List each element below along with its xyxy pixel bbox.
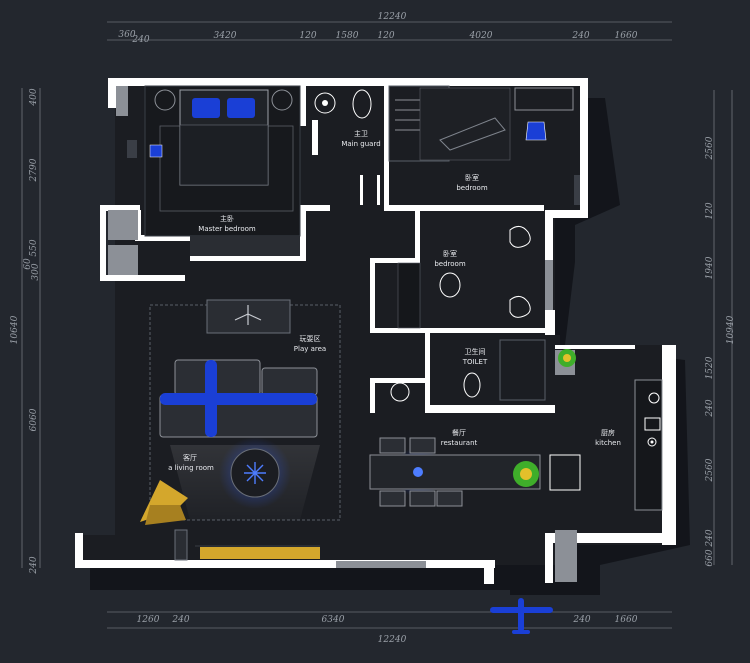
dim-left-2: 550 — [29, 239, 39, 256]
kitchen-label-en: kitchen — [595, 439, 621, 447]
bedroom-1-furniture — [388, 85, 580, 205]
dim-top-6: 4020 — [469, 31, 493, 41]
kitchen-label-cn: 厨房 — [601, 428, 615, 437]
dim-top-0: 360 — [118, 30, 135, 40]
main-guard-label-cn: 主卫 — [354, 129, 368, 138]
restaurant-table — [369, 437, 581, 507]
restaurant-label-en: restaurant — [441, 439, 478, 447]
dim-left-3: 60 — [23, 258, 33, 270]
dim-top-1: 240 — [131, 35, 149, 45]
dim-bottom-total: 12240 — [378, 635, 407, 645]
bedroom-2-label-en: bedroom — [434, 260, 465, 268]
airplane-icon — [490, 598, 553, 634]
room-labels: 主卧 Master bedroom 主卫 Main guard 卧室 bedro… — [168, 129, 621, 472]
dim-top-8: 1660 — [615, 31, 638, 41]
dim-right-1: 120 — [705, 202, 715, 219]
dim-top-3: 120 — [299, 31, 316, 41]
dim-bottom-3: 240 — [572, 615, 590, 625]
bedroom-2-label-cn: 卧室 — [443, 249, 457, 258]
dim-left-5: 6060 — [29, 408, 39, 431]
dim-right-total: 10940 — [726, 315, 736, 344]
dim-top-5: 120 — [377, 31, 394, 41]
dim-right-6: 240 — [705, 529, 715, 547]
play-area-label-cn: 玩耍区 — [300, 335, 321, 343]
dim-right-3: 1520 — [705, 356, 715, 379]
dim-bottom-4: 1660 — [615, 615, 638, 625]
dim-bottom-0: 1260 — [137, 615, 160, 625]
floor-area — [80, 85, 670, 565]
dim-right-0: 2560 — [705, 136, 715, 160]
right-dimensions: 2560 120 1940 1520 240 2560 240 660 1094… — [705, 136, 736, 566]
dim-right-2: 1940 — [705, 256, 715, 279]
master-bedroom-furniture — [127, 85, 301, 256]
dim-left-0: 400 — [29, 88, 39, 106]
play-area-label-en: Play area — [294, 345, 326, 353]
toilet-label-en: TOILET — [462, 358, 488, 366]
top-dimension-total: 12240 — [378, 12, 407, 22]
tv-cabinet — [174, 529, 320, 561]
bedroom-2-furniture — [397, 213, 545, 329]
dimension-lines — [21, 21, 733, 629]
main-guard-label-en: Main guard — [341, 140, 380, 148]
dim-right-7: 660 — [705, 549, 715, 566]
dim-top-4: 1580 — [336, 31, 359, 41]
dim-left-4: 300 — [31, 263, 41, 280]
left-dimensions: 400 2790 550 60 300 6060 240 10640 — [10, 88, 41, 574]
restaurant-label-cn: 餐厅 — [452, 428, 466, 437]
bottom-dimensions: 1260 240 6340 240 1660 12240 — [137, 615, 638, 645]
top-dimensions: 360 240 3420 120 1580 120 4020 240 1660 — [118, 30, 637, 45]
dim-right-5: 2560 — [705, 458, 715, 482]
bedroom-1-label-en: bedroom — [456, 184, 487, 192]
kitchen-counter — [558, 349, 663, 511]
dim-top-total: 12240 — [378, 12, 407, 22]
dim-bottom-2: 6340 — [322, 615, 345, 625]
gold-lamp-icon — [140, 480, 188, 525]
dim-left-total: 10640 — [10, 315, 20, 344]
bedroom-1-label-cn: 卧室 — [465, 173, 479, 182]
dim-top-2: 3420 — [214, 31, 237, 41]
dim-right-4: 240 — [705, 399, 715, 417]
dim-left-6: 240 — [29, 556, 39, 574]
main-guard-fixtures — [312, 89, 380, 205]
dim-top-7: 240 — [571, 31, 589, 41]
living-room-label-en: a living room — [168, 464, 214, 472]
dim-bottom-1: 240 — [171, 615, 189, 625]
toilet-fixtures — [390, 339, 546, 402]
dim-left-1: 2790 — [29, 158, 39, 182]
toilet-label-cn: 卫生间 — [465, 347, 486, 356]
partition-walls — [108, 86, 577, 582]
coffee-table — [219, 437, 291, 509]
living-room-label-cn: 客厅 — [183, 453, 197, 462]
master-bedroom-label-cn: 主卧 — [220, 214, 234, 223]
master-bedroom-label-en: Master bedroom — [198, 225, 256, 233]
